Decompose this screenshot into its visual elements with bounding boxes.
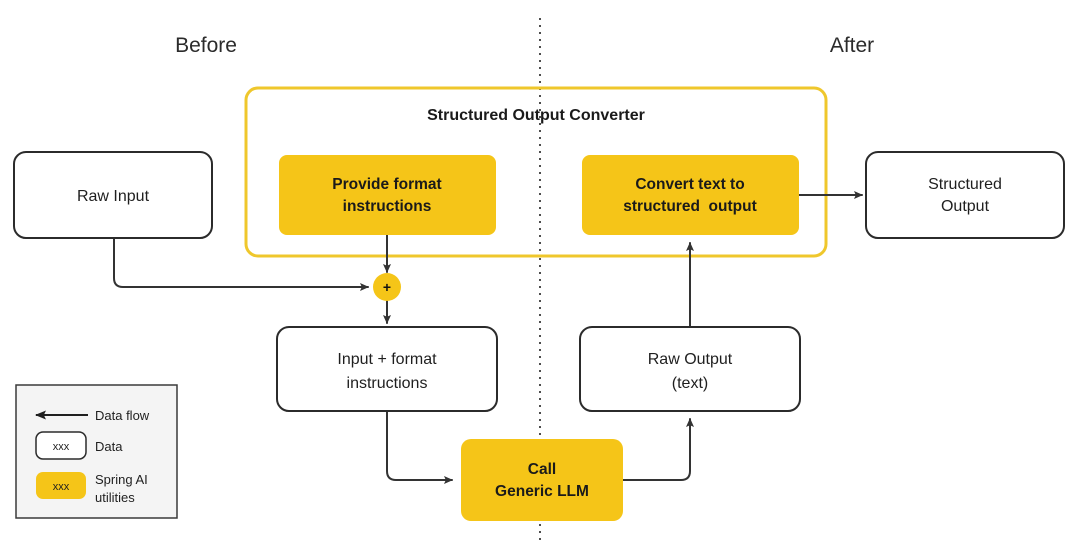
structured-output-converter-title: Structured Output Converter	[427, 107, 645, 124]
node-merge-junction-shape	[373, 273, 401, 301]
node-structured-output-line2: Output	[941, 198, 990, 215]
legend-item-data: xxx Data	[35, 431, 123, 460]
node-structured-output-shape	[865, 151, 1065, 239]
legend-item-spring-ai-utilities: xxx Spring AI utilities	[36, 472, 148, 505]
structured-output-converter-frame	[244, 86, 828, 258]
node-merge-junction-label: +	[383, 279, 391, 295]
legend: Data flow xxx Data xxx Spring AI utiliti…	[15, 384, 178, 519]
white-rounded-box-icon	[35, 431, 87, 460]
node-merge-junction[interactable]: +	[373, 273, 401, 301]
node-raw-output-shape	[579, 326, 801, 412]
connector-input-format-to-call-llm	[386, 410, 453, 484]
node-input-plus-format-line2: instructions	[347, 375, 428, 392]
node-raw-output-line2: (text)	[672, 375, 708, 392]
connector-call-llm-to-raw-output	[622, 418, 694, 481]
node-raw-output-line1: Raw Output	[648, 351, 733, 368]
legend-item-data-label: Data	[95, 439, 123, 454]
node-provide-format-instructions[interactable]: Provide format instructions	[279, 155, 496, 235]
node-call-generic-llm-line1: Call	[528, 461, 556, 478]
legend-item-spring-ai-label-line1: Spring AI	[95, 472, 148, 487]
legend-item-data-flow-label: Data flow	[95, 408, 150, 423]
legend-item-spring-ai-label-line2: utilities	[95, 490, 135, 505]
phase-label-before: Before	[175, 34, 237, 57]
phase-label-after: After	[830, 34, 874, 57]
node-input-plus-format-instructions[interactable]: Input + format instructions	[276, 326, 498, 412]
legend-item-data-flow: Data flow	[35, 408, 150, 423]
node-convert-text-line1: Convert text to	[635, 176, 744, 193]
node-provide-format-instructions-line1: Provide format	[332, 176, 441, 193]
legend-item-spring-ai-chip: xxx	[53, 481, 70, 493]
yellow-rounded-box-icon	[36, 472, 86, 499]
node-provide-format-instructions-shape	[279, 155, 496, 235]
node-structured-output[interactable]: Structured Output	[865, 151, 1065, 239]
legend-item-data-chip: xxx	[53, 441, 70, 453]
node-raw-input-label: Raw Input	[77, 188, 150, 205]
node-convert-text-to-structured-output[interactable]: Convert text to structured output	[582, 155, 799, 235]
node-call-generic-llm-shape	[461, 439, 623, 521]
node-provide-format-instructions-line2: instructions	[343, 198, 432, 215]
node-raw-input-shape	[13, 151, 213, 239]
node-structured-output-line1: Structured	[928, 176, 1002, 193]
node-call-generic-llm-line2: Generic LLM	[495, 483, 589, 500]
connector-raw-input-to-junction	[113, 237, 369, 291]
node-input-plus-format-line1: Input + format	[337, 351, 437, 368]
node-input-plus-format-shape	[276, 326, 498, 412]
node-convert-text-shape	[582, 155, 799, 235]
node-convert-text-line2: structured output	[623, 198, 756, 215]
node-call-generic-llm[interactable]: Call Generic LLM	[461, 439, 623, 521]
node-raw-output[interactable]: Raw Output (text)	[579, 326, 801, 412]
node-raw-input[interactable]: Raw Input	[13, 151, 213, 239]
